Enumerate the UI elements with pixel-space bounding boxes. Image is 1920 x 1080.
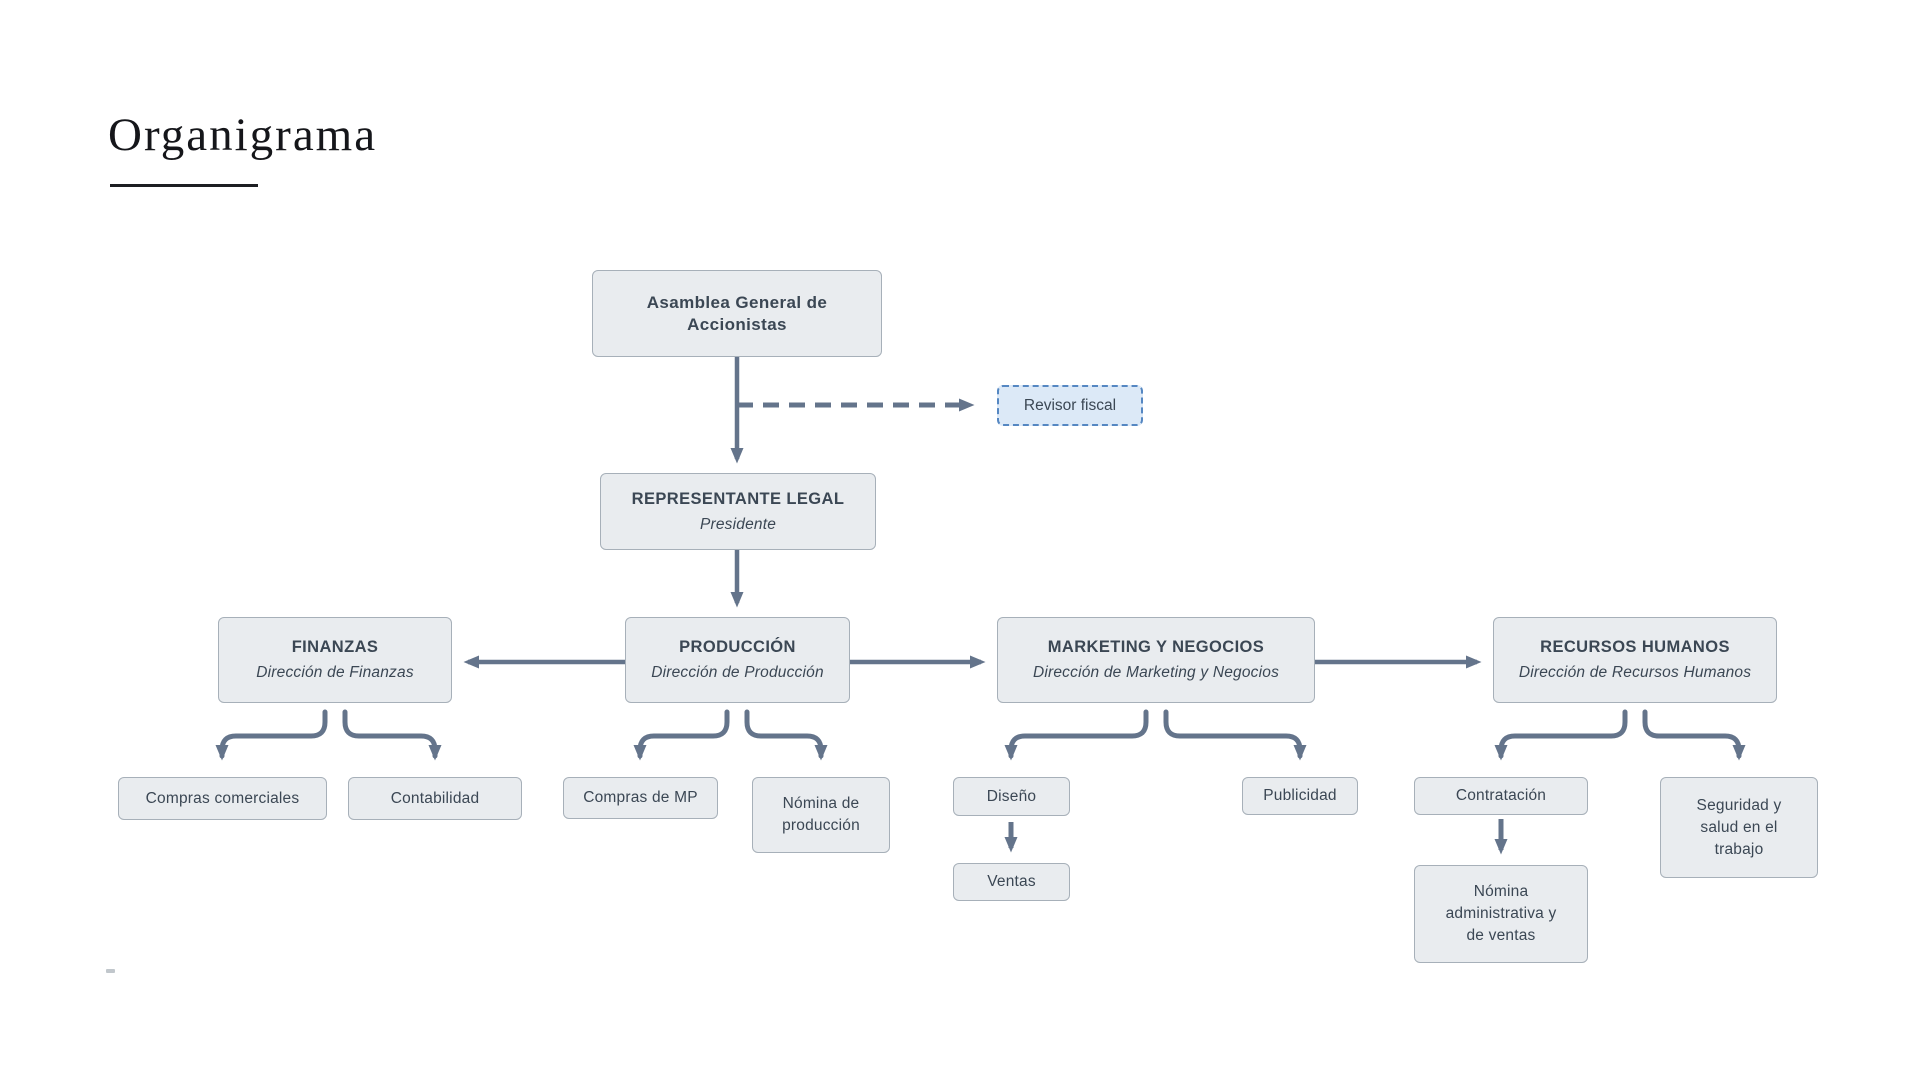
- node-label: Compras comerciales: [145, 789, 300, 807]
- page-title: Organigrama: [108, 109, 378, 161]
- elbow-rrhh-seguridad: [1642, 709, 1746, 761]
- node-asamblea-general: Asamblea General de Accionistas: [592, 270, 882, 357]
- node-label: Contratación: [1455, 787, 1547, 804]
- node-label: PRODUCCIÓN: [679, 638, 796, 656]
- node-seguridad-salud: Seguridad y salud en el trabajo: [1660, 777, 1818, 878]
- node-compras-de-mp: Compras de MP: [563, 777, 718, 819]
- node-label: MARKETING Y NEGOCIOS: [1047, 638, 1265, 656]
- node-representante-legal: REPRESENTANTE LEGAL Presidente: [600, 473, 876, 550]
- stray-mark: [106, 969, 115, 973]
- node-contabilidad: Contabilidad: [348, 777, 522, 820]
- node-label: Nómina administrativa y de ventas: [1445, 883, 1557, 944]
- elbow-rrhh-contratacion: [1494, 709, 1628, 761]
- node-produccion: PRODUCCIÓN Dirección de Producción: [625, 617, 850, 703]
- node-sublabel: Dirección de Recursos Humanos: [1518, 664, 1752, 681]
- node-label: Publicidad: [1263, 787, 1337, 804]
- node-label: Compras de MP: [583, 789, 698, 806]
- node-publicidad: Publicidad: [1242, 777, 1358, 815]
- node-ventas: Ventas: [953, 863, 1070, 901]
- node-contratacion: Contratación: [1414, 777, 1588, 815]
- node-sublabel: Dirección de Finanzas: [256, 664, 414, 681]
- node-finanzas: FINANZAS Dirección de Finanzas: [218, 617, 452, 703]
- node-label: Diseño: [986, 787, 1037, 805]
- elbow-finanzas-contabilidad: [342, 709, 442, 761]
- title-underline: [110, 184, 258, 187]
- node-sublabel: Dirección de Marketing y Negocios: [1032, 664, 1280, 681]
- node-label: Ventas: [987, 873, 1036, 890]
- elbow-marketing-diseno: [1004, 709, 1149, 761]
- node-nomina-administrativa: Nómina administrativa y de ventas: [1414, 865, 1588, 963]
- node-sublabel: Presidente: [699, 515, 777, 533]
- node-label: Contabilidad: [390, 789, 480, 807]
- node-label: RECURSOS HUMANOS: [1540, 638, 1730, 656]
- node-nomina-produccion: Nómina de producción: [752, 777, 890, 853]
- node-recursos-humanos: RECURSOS HUMANOS Dirección de Recursos H…: [1493, 617, 1777, 703]
- node-marketing-negocios: MARKETING Y NEGOCIOS Dirección de Market…: [997, 617, 1315, 703]
- node-label: Seguridad y salud en el trabajo: [1696, 796, 1782, 858]
- node-diseno: Diseño: [953, 777, 1070, 816]
- elbow-finanzas-compras-comerciales: [215, 709, 328, 761]
- node-sublabel: Dirección de Producción: [651, 664, 824, 681]
- elbow-produccion-nomina: [744, 709, 828, 761]
- node-revisor-fiscal: Revisor fiscal: [997, 385, 1143, 426]
- node-label: Revisor fiscal: [1023, 396, 1117, 414]
- elbow-produccion-compras-mp: [633, 709, 730, 761]
- node-label: FINANZAS: [291, 638, 379, 656]
- node-label: REPRESENTANTE LEGAL: [631, 489, 845, 508]
- elbow-marketing-publicidad: [1163, 709, 1307, 761]
- node-compras-comerciales: Compras comerciales: [118, 777, 327, 820]
- node-label: Asamblea General de Accionistas: [646, 292, 828, 334]
- node-label: Nómina de producción: [782, 795, 860, 834]
